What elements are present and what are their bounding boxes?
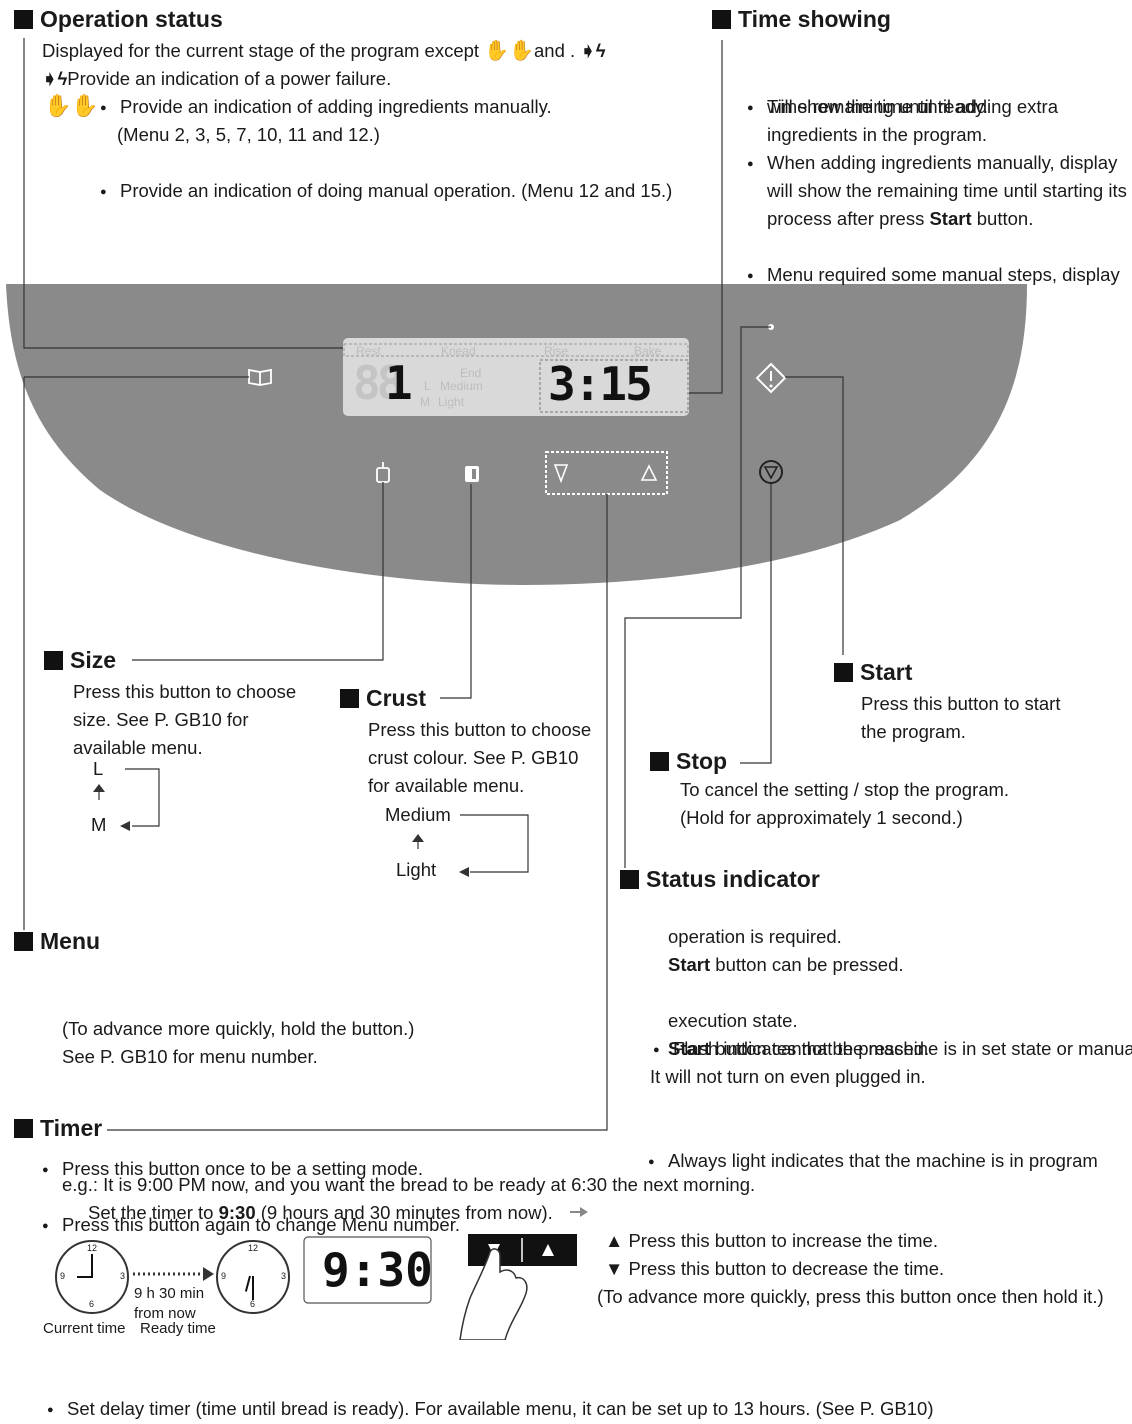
ready-time-label: Ready time — [140, 1320, 216, 1337]
status-bullet-1a: Flash indicates that the machine is in s… — [653, 1035, 1132, 1064]
status-bullet-1b: operation is required. — [668, 926, 842, 947]
start-heading: Start — [834, 659, 912, 686]
timer-heading: Timer — [14, 1115, 102, 1142]
time-bullet-2a: When adding ingredients manually, displa… — [747, 149, 1132, 178]
start-button-icon — [755, 362, 787, 394]
start-text-2: the program. — [861, 721, 966, 742]
lcd-menu-digit: 1 — [385, 356, 413, 410]
size-text-1: Press this button to choose — [73, 681, 297, 702]
lcd-label-end: End — [460, 366, 482, 380]
operation-bullet-1b: (Menu 2, 3, 5, 7, 10, 11 and 12.) — [117, 124, 380, 145]
time-bullet-2b: will show the time until adding extra — [767, 96, 1059, 117]
start-text-1: Press this button to start — [861, 693, 1061, 714]
current-time-label: Current time — [43, 1320, 126, 1337]
lcd-label-knead: Knead — [441, 344, 476, 358]
menu-heading: Menu — [14, 928, 100, 955]
time-bullet-2c: ingredients in the program. — [767, 124, 988, 145]
stop-text-1: To cancel the setting / stop the program… — [680, 779, 1010, 800]
timer-hold-text: (To advance more quickly, press this but… — [597, 1286, 1104, 1307]
diagram-lines — [6, 38, 1027, 1340]
lcd-label-medium: Medium — [440, 379, 483, 393]
lcd-display — [343, 338, 689, 416]
menu-book-icon — [248, 368, 272, 386]
lcd-label-light: Light — [438, 395, 465, 409]
timer-display-digits: 9:30 — [322, 1243, 433, 1297]
menu-bullet-2c: See P. GB10 for menu number. — [62, 1046, 318, 1067]
status-bullet-1c: Start button can be pressed. — [668, 954, 904, 975]
status-note: It will not turn on even plugged in. — [650, 1066, 926, 1087]
timer-down-triangle — [553, 464, 569, 484]
clock-gap-label-2: from now — [134, 1305, 196, 1322]
size-line — [132, 482, 384, 661]
stop-heading: Stop — [650, 748, 727, 775]
crust-line — [440, 484, 472, 699]
timer-bullet-1: Set delay timer (time until bread is rea… — [47, 1395, 1132, 1424]
stage-area-outline — [343, 343, 689, 357]
menu-bullet-2: Press this button again to change Menu n… — [42, 1211, 1132, 1240]
crust-option-light: Light — [396, 859, 437, 880]
timer-up-triangle — [640, 464, 658, 481]
status-bullet-2b: execution state. — [668, 1010, 798, 1031]
crust-text-3: for available menu. — [368, 775, 525, 796]
time-bullet-1: Time remaining until ready. — [747, 93, 1132, 122]
size-option-m: M — [91, 814, 107, 835]
size-text-3: available menu. — [73, 737, 203, 758]
crust-text-1: Press this button to choose — [368, 719, 592, 740]
status-bullet-2c: Start button cannot be pressed. — [668, 1038, 930, 1059]
operation-line1: Displayed for the current stage of the p… — [42, 40, 606, 62]
lcd-label-rise: Rise — [544, 344, 569, 358]
size-heading: Size — [44, 647, 116, 674]
size-text-2: size. See P. GB10 for — [73, 709, 249, 730]
time-bullet-3b: will show the remaining time until start… — [767, 180, 1127, 201]
operation-line2: ➧ϟProvide an indication of a power failu… — [42, 68, 392, 89]
crust-option-medium: Medium — [385, 804, 451, 825]
hands-icon: ✋✋ — [44, 93, 99, 118]
clock-gap-label-1: 9 h 30 min — [134, 1285, 205, 1302]
timer-line — [107, 494, 608, 1131]
menu-bullet-2b: (To advance more quickly, hold the butto… — [62, 1018, 415, 1039]
time-showing-heading: Time showing — [712, 6, 891, 33]
timer-button-box — [545, 451, 668, 495]
timer-example: e.g.: It is 9:00 PM now, and you want th… — [62, 1174, 756, 1195]
time-bullet-3c: process after press Start button. — [767, 208, 1034, 229]
status-line — [624, 326, 771, 868]
lcd-label-l: L — [424, 379, 431, 393]
operation-bullet-2: Provide an indication of doing manual op… — [100, 177, 1132, 206]
timer-up-text: ▲ Press this button to increase the time… — [605, 1230, 938, 1251]
lcd-label-m: M — [420, 395, 430, 409]
lcd-time-digits: 3:15 — [548, 357, 653, 411]
timer-arrow-line: Set the timer to 9:30 (9 hours and 30 mi… — [88, 1202, 553, 1223]
size-option-l: L — [93, 758, 104, 779]
time-line — [689, 40, 723, 394]
lcd-label-bake: Bake — [634, 344, 662, 358]
crust-heading: Crust — [340, 685, 426, 712]
operation-bullet-1: Provide an indication of adding ingredie… — [100, 93, 1132, 122]
finger-illustration — [459, 1248, 528, 1340]
stop-text-2: (Hold for approximately 1 second.) — [680, 807, 963, 828]
stop-line — [740, 484, 772, 764]
time-bullet-3a: Menu required some manual steps, display — [747, 261, 1132, 290]
operation-status-heading: Operation status — [14, 6, 223, 33]
lcd-menu-ghost: 88 — [353, 356, 404, 410]
crust-text-2: crust colour. See P. GB10 — [368, 747, 579, 768]
menu-bullet-1: Press this button once to be a setting m… — [42, 1155, 1132, 1184]
timer-down-text: ▼ Press this button to decrease the time… — [605, 1258, 945, 1279]
status-indicator-heading: Status indicator — [620, 866, 820, 893]
lcd-label-rest: Rest — [356, 344, 381, 358]
control-panel — [6, 284, 1027, 585]
stop-button-icon — [759, 460, 783, 484]
operation-line — [23, 38, 343, 349]
start-line — [785, 376, 844, 655]
